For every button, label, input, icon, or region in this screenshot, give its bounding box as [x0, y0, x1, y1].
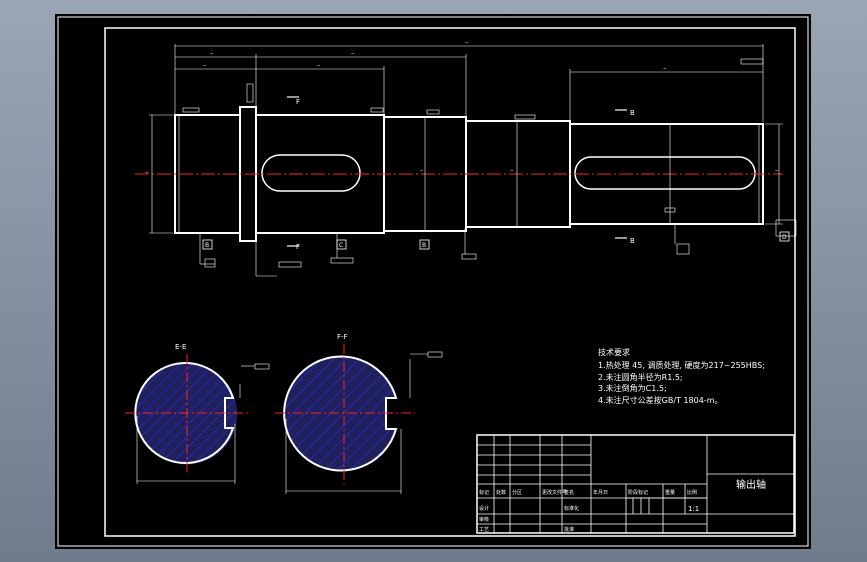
svg-text:~: ~ [145, 170, 148, 175]
tb-row-label-3: 工艺 [479, 527, 489, 533]
tb-mid-label-3: 重量 [665, 489, 675, 496]
svg-text:D: D [782, 234, 787, 241]
tb-row-label-1: 设计 [479, 505, 489, 512]
svg-text:~: ~ [203, 63, 206, 68]
section-cut-letters: F F B B [296, 98, 635, 251]
section-f-label: F-F [337, 333, 348, 341]
keyway-right [574, 156, 756, 190]
tb-scale: 1:1 [688, 505, 699, 513]
dimension-texts: ~ ~ ~ ~ ~ ~ ~ ~ ~ ~ [145, 40, 778, 175]
dimension-lines-top [149, 44, 783, 234]
tolerance-frames [182, 58, 797, 277]
svg-text:C: C [339, 242, 343, 249]
section-e-e: E-E [125, 343, 270, 484]
tb-col-label-4: 年月日 [593, 489, 608, 496]
keyway-left [261, 154, 361, 192]
tb-col-label-1: 分区 [512, 489, 522, 496]
svg-text:~: ~ [465, 40, 468, 45]
tb-mid-label-1: 批准 [564, 526, 574, 533]
title-block-text: 标记 设计 审核 工艺 处数 分区 更改文件号 签名 年月日 标准化 批准 阶段… [479, 489, 699, 533]
section-f-f: F-F [275, 333, 443, 494]
tb-row-label-2: 审核 [479, 516, 489, 523]
tb-part-name: 输出轴 [736, 478, 766, 491]
svg-text:~: ~ [351, 51, 354, 56]
tech-requirements: 技术要求 1.热处理 45, 调质处理, 硬度为217~255HBS; 2.未注… [598, 347, 765, 405]
marker-f-bottom: F [296, 243, 300, 251]
svg-text:~: ~ [317, 63, 320, 68]
tech-item-1: 1.热处理 45, 调质处理, 硬度为217~255HBS; [598, 360, 765, 370]
cad-drawing: ~ ~ ~ ~ ~ ~ ~ ~ ~ ~ [57, 16, 809, 547]
svg-text:~: ~ [510, 168, 513, 173]
section-cut-markers [287, 96, 627, 247]
tb-mid-label-4: 比例 [687, 489, 697, 496]
tb-col-label-3: 签名 [564, 489, 574, 496]
section-f-outline [283, 355, 398, 472]
title-block [476, 434, 795, 534]
svg-text:~: ~ [420, 168, 423, 173]
svg-text:~: ~ [775, 168, 778, 173]
datum-markers [202, 231, 790, 250]
svg-text:B: B [422, 242, 426, 249]
marker-f-top: F [296, 98, 300, 106]
drawing-viewport[interactable]: ~ ~ ~ ~ ~ ~ ~ ~ ~ ~ [55, 14, 811, 549]
tech-heading: 技术要求 [598, 347, 630, 357]
tech-item-3: 3.未注倒角为C1.5; [598, 383, 667, 393]
tech-item-2: 2.未注圆角半径为R1.5; [598, 372, 683, 382]
marker-b-bottom: B [630, 237, 635, 245]
inner-border [104, 27, 796, 537]
tb-mid-label-0: 标准化 [564, 505, 579, 512]
tb-col-label-2: 更改文件号 [542, 489, 567, 496]
outer-border [57, 16, 809, 547]
datum-labels: B C B D [205, 234, 787, 249]
svg-text:~: ~ [663, 66, 666, 71]
tech-item-4: 4.未注尺寸公差按GB/T 1804-m。 [598, 395, 722, 405]
tb-mid-label-2: 阶段标记 [628, 489, 648, 496]
svg-text:~: ~ [210, 51, 213, 56]
tb-row-label-0: 标记 [479, 489, 489, 496]
marker-b-top: B [630, 109, 635, 117]
section-e-label: E-E [175, 343, 186, 351]
svg-text:B: B [205, 242, 209, 249]
tb-col-label-0: 处数 [496, 489, 506, 496]
